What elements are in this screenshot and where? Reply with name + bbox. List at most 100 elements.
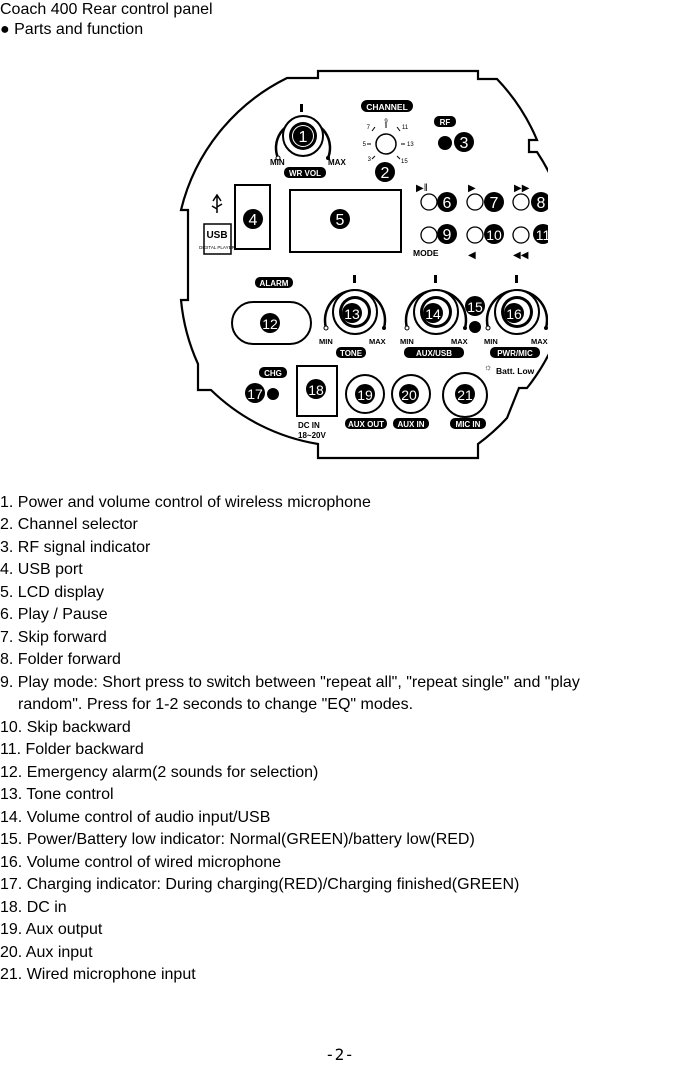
callout-19: 19	[357, 387, 373, 403]
list-item: 9. Play mode: Short press to switch betw…	[0, 674, 580, 691]
mic-in-label: MIC IN	[456, 420, 481, 429]
list-item: 11. Folder backward	[0, 741, 144, 758]
list-item-continuation: random". Press for 1-2 seconds to change…	[18, 696, 414, 713]
mic-max-label: MAX	[531, 337, 548, 346]
callout-17: 17	[247, 386, 263, 402]
folder-forward-icon: ▶▶	[514, 183, 530, 194]
callout-4: 4	[249, 212, 258, 229]
callout-15: 15	[467, 299, 483, 315]
list-item: 14. Volume control of audio input/USB	[0, 809, 271, 826]
charging-indicator-led	[267, 388, 279, 400]
list-item: 19. Aux output	[0, 921, 103, 938]
svg-text:5: 5	[363, 142, 367, 148]
svg-text:15: 15	[401, 159, 408, 165]
usb-symbol-icon	[211, 193, 223, 213]
rf-label: RF	[440, 118, 451, 127]
play-pause-button[interactable]	[420, 193, 438, 211]
svg-text:7: 7	[367, 125, 371, 131]
list-item: 17. Charging indicator: During charging(…	[0, 876, 520, 893]
list-item: 10. Skip backward	[0, 719, 131, 736]
list-item: 6. Play / Pause	[0, 606, 108, 623]
callout-21: 21	[457, 387, 473, 403]
list-item: 4. USB port	[0, 561, 83, 578]
list-item: 16. Volume control of wired microphone	[0, 854, 282, 871]
usb-label: USB	[206, 230, 227, 241]
callout-20: 20	[401, 387, 417, 403]
usb-sublabel: DIGITAL PLAYER	[199, 245, 235, 250]
mic-min-label: MIN	[484, 337, 498, 346]
channel-selector[interactable]	[367, 123, 405, 160]
list-item: 2. Channel selector	[0, 516, 138, 533]
svg-text:11: 11	[402, 125, 409, 131]
mic-volume-knob[interactable]: 16	[485, 275, 548, 335]
wr-vol-knob[interactable]: 1	[274, 104, 332, 161]
alarm-label: ALARM	[260, 279, 289, 288]
tone-max-label: MAX	[369, 337, 386, 346]
list-item: 5. LCD display	[0, 584, 105, 601]
mode-button[interactable]	[420, 226, 438, 244]
list-item: 13. Tone control	[0, 786, 114, 803]
channel-label: CHANNEL	[366, 102, 408, 112]
skip-forward-icon: ▶	[468, 183, 476, 194]
list-item: 18. DC in	[0, 899, 67, 916]
folder-backward-icon: ◀◀	[513, 250, 529, 261]
batt-low-label: Batt. Low	[496, 366, 535, 376]
dc-range-label: 18~20V	[298, 431, 326, 440]
mode-label: MODE	[413, 248, 439, 258]
wr-vol-label: WR VOL	[289, 169, 321, 178]
tone-knob[interactable]: 13	[323, 275, 387, 335]
folder-backward-button[interactable]	[512, 226, 530, 244]
callout-9: 9	[443, 227, 452, 244]
svg-text:14: 14	[425, 306, 441, 322]
svg-text:13: 13	[344, 306, 360, 322]
list-item: 7. Skip forward	[0, 629, 107, 646]
tone-min-label: MIN	[319, 337, 333, 346]
svg-text:3: 3	[368, 157, 372, 163]
list-item: 8. Folder forward	[0, 651, 121, 668]
callout-2: 2	[381, 165, 390, 182]
callout-10: 10	[486, 227, 502, 243]
callout-18: 18	[308, 382, 324, 398]
aux-usb-volume-knob[interactable]: 14	[404, 275, 468, 335]
callout-6: 6	[443, 195, 452, 212]
skip-backward-icon: ◀	[468, 250, 476, 261]
play-pause-icon: ▶ǁ	[416, 183, 428, 194]
callout-5: 5	[336, 212, 345, 229]
aux-usb-max-label: MAX	[451, 337, 468, 346]
section-heading-text: Parts and function	[14, 21, 144, 38]
folder-forward-button[interactable]	[512, 193, 530, 211]
channel-scale: 9 11 7 13 5 15 3	[363, 119, 415, 165]
list-item: 21. Wired microphone input	[0, 966, 196, 983]
aux-out-label: AUX OUT	[348, 420, 384, 429]
callout-3: 3	[460, 135, 469, 152]
svg-text:1: 1	[299, 129, 308, 146]
pwr-mic-label: PWR/MIC	[497, 349, 533, 358]
list-item: 3. RF signal indicator	[0, 539, 151, 556]
panel-outline	[179, 69, 548, 460]
dc-in-label: DC IN	[298, 421, 320, 430]
page-number: -2-	[325, 1045, 354, 1064]
callout-8: 8	[537, 195, 546, 212]
rf-indicator-led	[438, 136, 452, 150]
chg-label: CHG	[264, 369, 282, 378]
list-item: 1. Power and volume control of wireless …	[0, 494, 371, 511]
section-heading: ● Parts and function	[0, 20, 143, 39]
list-item: 12. Emergency alarm(2 sounds for selecti…	[0, 764, 319, 781]
skip-forward-button[interactable]	[466, 193, 484, 211]
tone-label: TONE	[340, 349, 363, 358]
rear-panel-diagram: 1 MIN MAX WR VOL CHANNEL 9 11 7 13 5 15 …	[179, 69, 548, 460]
list-item: 20. Aux input	[0, 944, 93, 961]
aux-usb-min-label: MIN	[400, 337, 414, 346]
callout-7: 7	[490, 195, 499, 212]
list-item: 15. Power/Battery low indicator: Normal(…	[0, 831, 475, 848]
callout-11: 11	[536, 227, 548, 243]
callout-12: 12	[262, 316, 278, 332]
aux-in-label: AUX IN	[397, 420, 424, 429]
power-indicator-led	[469, 321, 481, 333]
wr-vol-min-label: MIN	[270, 158, 285, 167]
bullet-icon: ●	[0, 21, 10, 38]
skip-backward-button[interactable]	[466, 226, 484, 244]
svg-text:9: 9	[384, 119, 388, 125]
led-symbol-icon: ☼	[484, 362, 492, 372]
aux-usb-label: AUX/USB	[416, 349, 452, 358]
